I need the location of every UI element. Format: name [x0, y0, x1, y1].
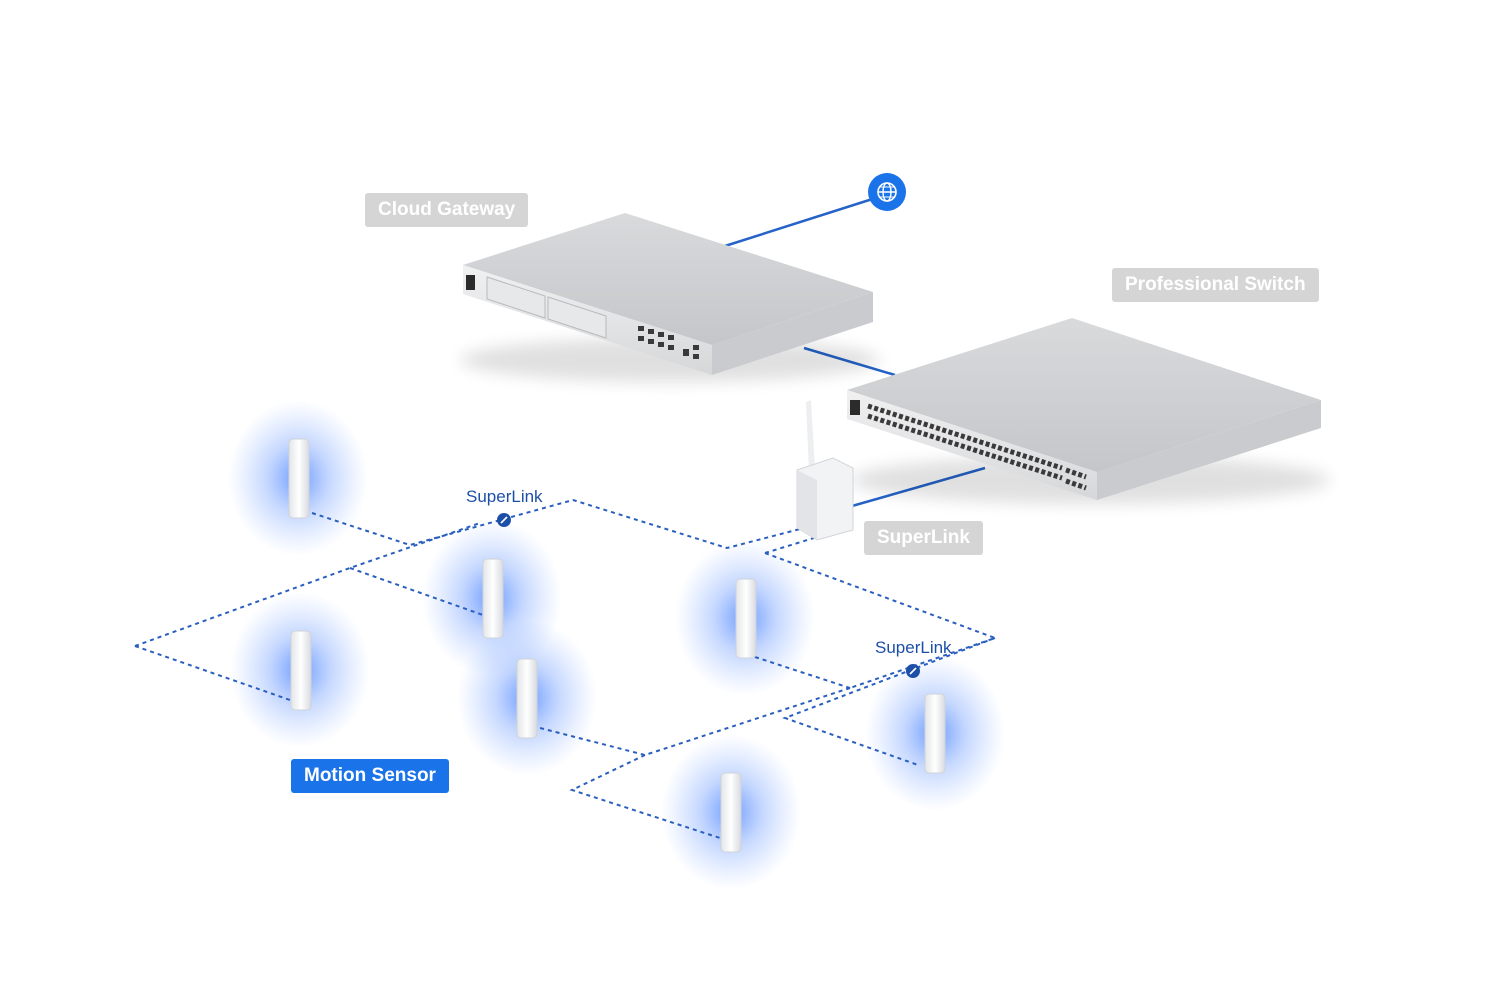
superlink-node-label: SuperLink — [875, 638, 952, 657]
superlink-hub-device — [796, 400, 854, 541]
cloud-gateway-device — [460, 213, 880, 382]
link-icon — [906, 664, 920, 678]
motion-sensor-device — [482, 558, 504, 639]
motion-sensor-device — [288, 438, 310, 519]
motion-sensor-device — [516, 658, 538, 739]
superlink-hub-label: SuperLink — [864, 521, 983, 555]
superlink-node-label: SuperLink — [466, 487, 543, 506]
professional-switch-device — [847, 318, 1330, 504]
cloud-gateway-label: Cloud Gateway — [365, 193, 529, 227]
link-icon — [497, 513, 511, 527]
switch-ports — [867, 403, 1087, 491]
globe-icon — [868, 173, 906, 211]
professional-switch-label: Professional Switch — [1112, 268, 1319, 302]
internet-link — [724, 193, 886, 248]
motion-sensor-device — [290, 630, 312, 711]
motion-sensor-label: Motion Sensor — [291, 759, 449, 793]
motion-sensor-device — [924, 693, 946, 774]
motion-sensor-device — [735, 578, 757, 659]
motion-sensor-device — [720, 772, 742, 853]
motion-sensors — [288, 438, 946, 853]
